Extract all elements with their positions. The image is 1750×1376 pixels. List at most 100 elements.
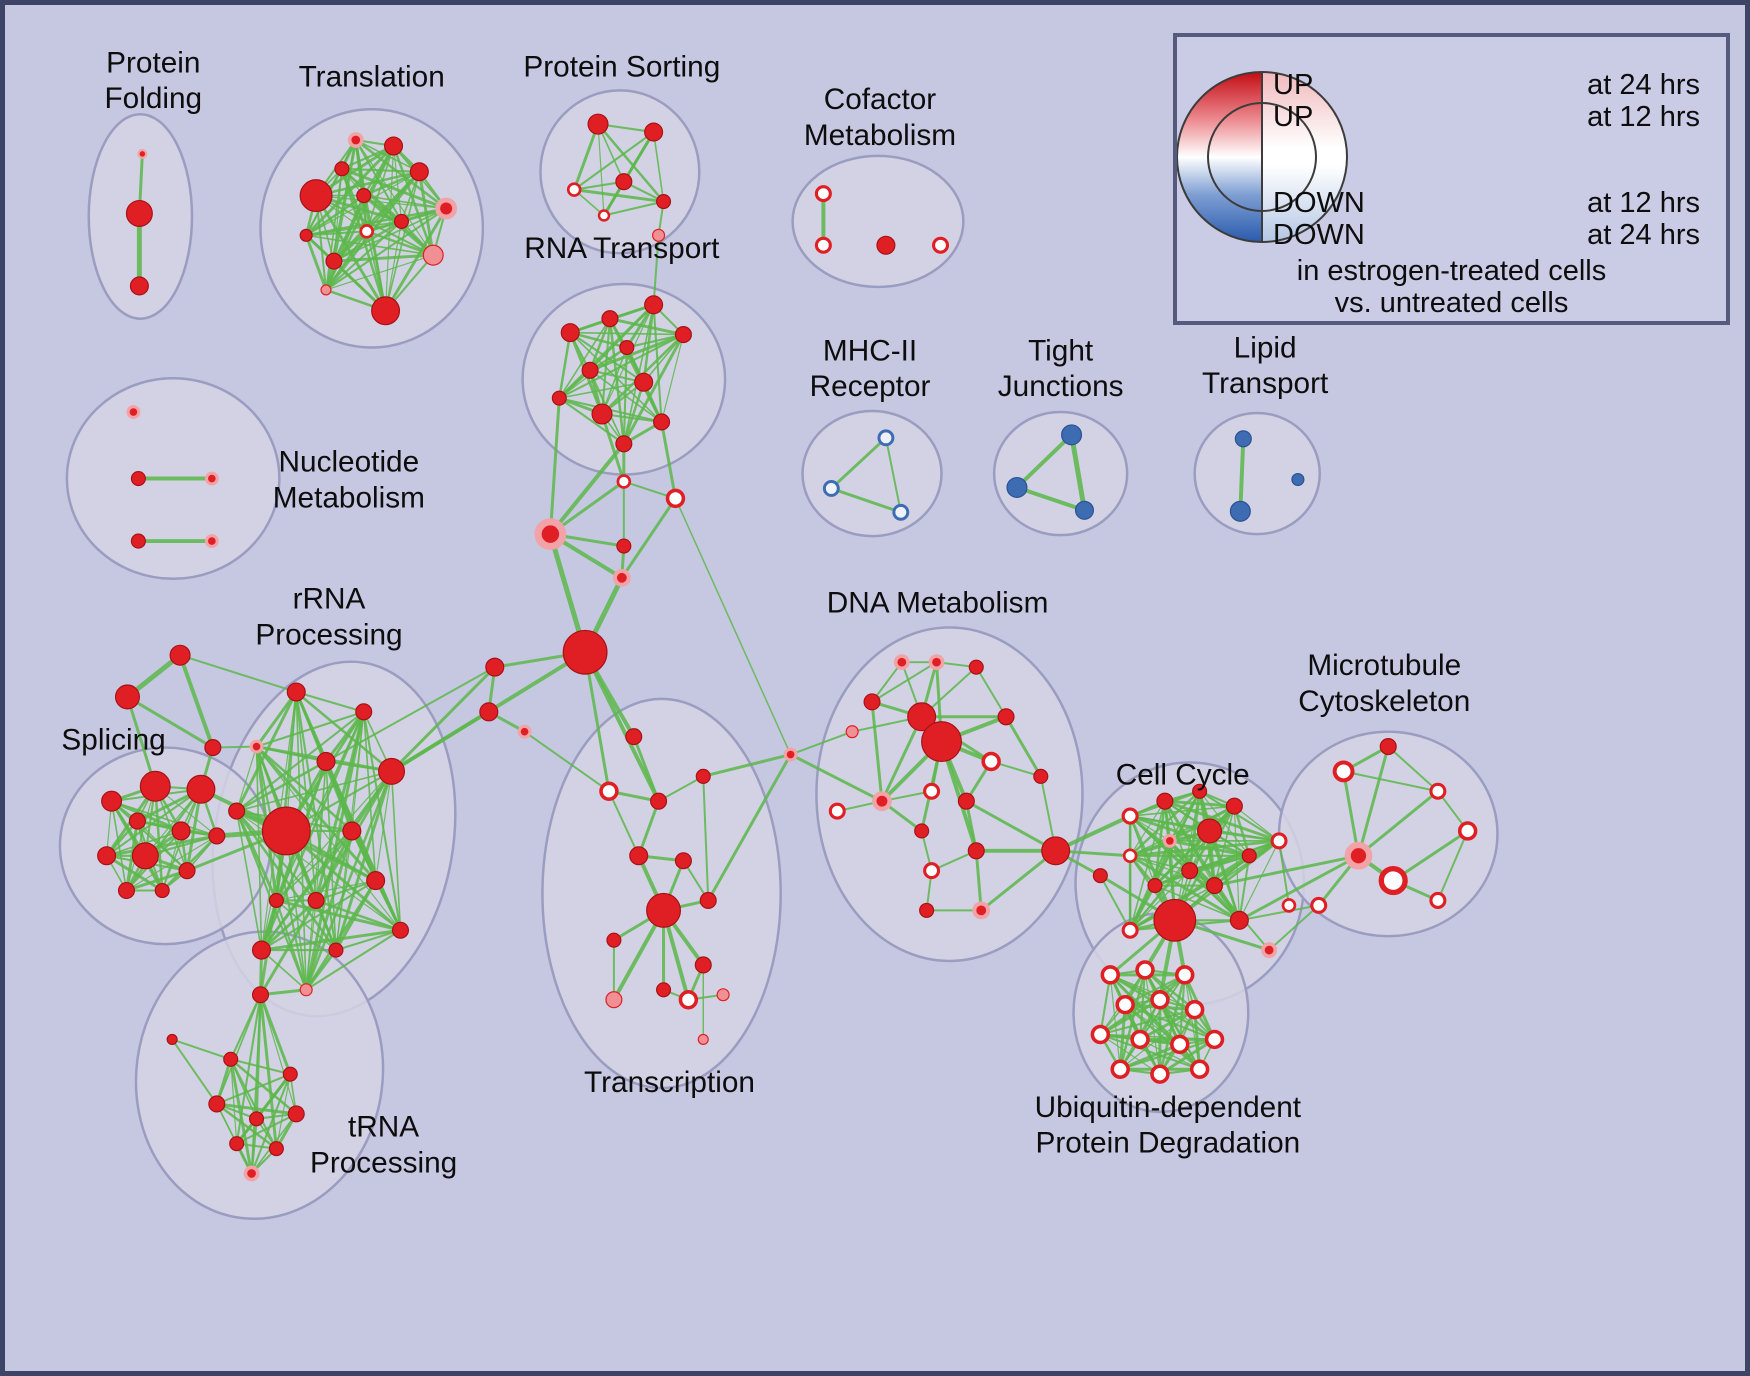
edge bbox=[568, 331, 629, 349]
edge bbox=[1238, 904, 1320, 922]
edge bbox=[602, 200, 665, 217]
edge bbox=[1098, 998, 1162, 1036]
edge bbox=[1173, 839, 1281, 922]
edge bbox=[1099, 973, 1112, 1036]
edge bbox=[523, 730, 610, 793]
cluster-label-microtubule-cytoskeleton: Cytoskeleton bbox=[1298, 685, 1470, 718]
node-tj3 bbox=[1074, 500, 1094, 520]
edge bbox=[259, 829, 288, 997]
cluster-label-splicing: Splicing bbox=[61, 724, 165, 757]
edge bbox=[274, 898, 402, 932]
cluster-label-translation: Translation bbox=[299, 60, 445, 93]
cluster-label-mhc-ii-receptor: MHC-II bbox=[823, 334, 917, 367]
cluster-ellipse-tight-junctions bbox=[992, 410, 1129, 537]
edge bbox=[334, 769, 394, 952]
edge bbox=[1188, 869, 1241, 922]
legend-down-24-label: DOWN bbox=[1273, 219, 1365, 251]
edge bbox=[304, 948, 338, 992]
node-rr3-core bbox=[252, 742, 261, 751]
cluster-label-ubiquitin-degradation: Ubiquitin-dependent bbox=[1035, 1091, 1302, 1124]
node-tc3 bbox=[650, 792, 668, 810]
edge bbox=[275, 770, 393, 902]
node-ch7 bbox=[485, 657, 505, 677]
edge bbox=[305, 220, 403, 237]
node-ps4 bbox=[615, 173, 633, 191]
node-dm4 bbox=[863, 693, 881, 711]
node-ch6 bbox=[562, 629, 608, 675]
edge bbox=[620, 496, 677, 580]
edge bbox=[110, 800, 128, 892]
node-sp5 bbox=[171, 821, 191, 841]
node-nm5-core bbox=[208, 537, 216, 545]
node-rt9 bbox=[653, 413, 671, 431]
node-ub13 bbox=[1189, 1059, 1210, 1079]
cluster-label-mhc-ii-receptor: Receptor bbox=[810, 370, 931, 403]
node-sp0c bbox=[204, 739, 222, 757]
cluster-label-nucleotide-metabolism: Nucleotide bbox=[279, 446, 420, 479]
edge bbox=[588, 333, 685, 372]
node-ub4 bbox=[1115, 994, 1135, 1015]
node-dm17-core bbox=[976, 905, 987, 916]
edge bbox=[1119, 1038, 1216, 1071]
node-ub9 bbox=[1170, 1034, 1190, 1055]
edge bbox=[588, 317, 612, 372]
edge bbox=[260, 879, 377, 952]
edge bbox=[178, 653, 215, 750]
node-ub7 bbox=[1090, 1024, 1111, 1045]
edge bbox=[305, 899, 317, 991]
edge bbox=[1154, 884, 1241, 922]
edge bbox=[601, 304, 655, 415]
node-mh3 bbox=[892, 503, 910, 521]
legend-box: UP at 24 hrs UP at 12 hrs DOWN at 12 hrs… bbox=[1173, 33, 1730, 325]
node-tc14 bbox=[716, 988, 730, 1002]
edge bbox=[362, 710, 402, 932]
node-cc12 bbox=[1205, 877, 1224, 895]
edge bbox=[295, 690, 365, 713]
node-tc2 bbox=[599, 781, 619, 801]
node-ch1 bbox=[616, 474, 632, 489]
edge bbox=[573, 131, 655, 191]
edge bbox=[384, 207, 448, 313]
edge bbox=[230, 1058, 238, 1145]
node-rr15 bbox=[268, 892, 284, 908]
cluster-label-lipid-transport: Transport bbox=[1202, 367, 1329, 400]
cluster-ellipse-mhc-ii-receptor bbox=[801, 409, 943, 538]
node-mc7 bbox=[1429, 891, 1447, 909]
node-tr11 bbox=[359, 224, 375, 239]
edge bbox=[548, 441, 626, 537]
node-ps5 bbox=[656, 194, 672, 210]
edge bbox=[1342, 769, 1360, 858]
node-dm12-core bbox=[876, 795, 888, 807]
node-tj2 bbox=[1006, 476, 1028, 498]
edge bbox=[354, 138, 403, 223]
edge bbox=[558, 331, 572, 400]
cluster-label-trna-processing: Processing bbox=[310, 1146, 457, 1179]
edge bbox=[260, 949, 307, 991]
node-ch2 bbox=[665, 488, 686, 509]
node-cc3 bbox=[1192, 783, 1208, 799]
edge bbox=[1213, 854, 1360, 888]
edge bbox=[235, 770, 393, 812]
node-cm1 bbox=[814, 185, 832, 203]
node-cc14 bbox=[1229, 910, 1249, 930]
edge bbox=[1004, 715, 1043, 778]
edge bbox=[1238, 436, 1246, 514]
edge bbox=[1124, 973, 1186, 1006]
edge bbox=[229, 1058, 292, 1076]
node-cc13 bbox=[1153, 898, 1197, 942]
node-nm4 bbox=[130, 533, 146, 549]
edge bbox=[558, 397, 625, 445]
node-rr9 bbox=[307, 891, 325, 909]
node-ch3-core bbox=[541, 525, 560, 543]
node-cc10 bbox=[1181, 862, 1199, 880]
node-sp7 bbox=[131, 842, 159, 870]
edge bbox=[1129, 854, 1191, 872]
edge bbox=[235, 809, 378, 883]
edge bbox=[1128, 789, 1201, 858]
edge bbox=[275, 879, 377, 902]
edge bbox=[255, 745, 402, 931]
node-nm1-core bbox=[129, 408, 138, 416]
edge bbox=[607, 790, 640, 857]
edge bbox=[235, 690, 298, 813]
